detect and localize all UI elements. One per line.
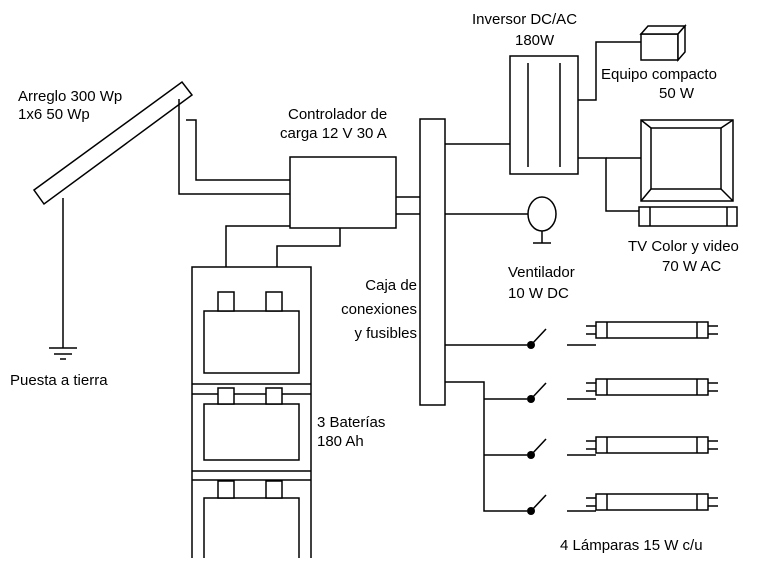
switch-3-lever bbox=[530, 438, 547, 456]
batteries-label-2: 180 Ah bbox=[317, 433, 364, 450]
panel-array bbox=[32, 80, 194, 206]
ground-label: Puesta a tierra bbox=[10, 372, 108, 389]
tv-screen bbox=[650, 127, 722, 190]
switch-2-lever bbox=[530, 382, 547, 400]
battery-3 bbox=[203, 497, 300, 561]
battery-3-terminal-a bbox=[217, 480, 235, 499]
controller-label-2: carga 12 V 30 A bbox=[280, 125, 387, 142]
compact-label-1: Equipo compacto bbox=[601, 66, 717, 83]
controller-label-1: Controlador de bbox=[288, 106, 387, 123]
battery-2 bbox=[203, 403, 300, 461]
lamp-1 bbox=[527, 321, 718, 349]
lamp-wiring bbox=[445, 344, 527, 512]
fan-body bbox=[527, 196, 557, 232]
lamp-tube-4 bbox=[595, 493, 709, 511]
battery-1 bbox=[203, 310, 300, 374]
lamp-3 bbox=[527, 436, 718, 459]
fan bbox=[527, 196, 557, 244]
panel-wires bbox=[178, 99, 290, 195]
lamp-tube-1 bbox=[595, 321, 709, 339]
tv-label-2: 70 W AC bbox=[662, 258, 721, 275]
controller-junction-wires bbox=[396, 196, 420, 215]
battery-2-terminal-b bbox=[265, 387, 283, 405]
inverter-tv-wire bbox=[578, 157, 639, 212]
video-player bbox=[638, 206, 738, 227]
lamp-2 bbox=[527, 378, 718, 403]
lamp-tube-3 bbox=[595, 436, 709, 454]
inverter-label-2: 180W bbox=[515, 32, 555, 49]
inverter-label-1: Inversor DC/AC bbox=[472, 11, 577, 28]
inverter-body bbox=[509, 55, 579, 175]
junction-box bbox=[419, 118, 446, 406]
battery-1-terminal-b bbox=[265, 291, 283, 312]
lamp-4 bbox=[527, 493, 718, 515]
compact-label-2: 50 W bbox=[659, 85, 695, 102]
lamps-label: 4 Lámparas 15 W c/u bbox=[560, 537, 703, 554]
battery-3-terminal-b bbox=[265, 480, 283, 499]
compact-equipment bbox=[639, 24, 687, 62]
battery-1-terminal-a bbox=[217, 291, 235, 312]
fan-label-2: 10 W DC bbox=[508, 285, 569, 302]
switch-4-lever bbox=[530, 494, 547, 512]
fan-label-1: Ventilador bbox=[508, 264, 575, 281]
inverter bbox=[509, 55, 579, 175]
junction-label-3: y fusibles bbox=[354, 325, 417, 342]
tv-label-1: TV Color y video bbox=[628, 238, 739, 255]
lamp-tube-2 bbox=[595, 378, 709, 396]
junction-label-1: Caja de bbox=[365, 277, 417, 294]
solar-panel bbox=[32, 80, 194, 360]
switch-1-lever bbox=[530, 328, 547, 346]
battery-2-terminal-a bbox=[217, 387, 235, 405]
inverter-compact-wire bbox=[578, 41, 641, 101]
panel-label-1: Arreglo 300 Wp bbox=[18, 88, 122, 105]
panel-label-2: 1x6 50 Wp bbox=[18, 106, 90, 123]
batteries-label-1: 3 Baterías bbox=[317, 414, 385, 431]
junction-label-2: conexiones bbox=[341, 301, 417, 318]
tv bbox=[640, 119, 734, 202]
charge-controller bbox=[289, 156, 397, 229]
battery-bank bbox=[191, 266, 312, 563]
